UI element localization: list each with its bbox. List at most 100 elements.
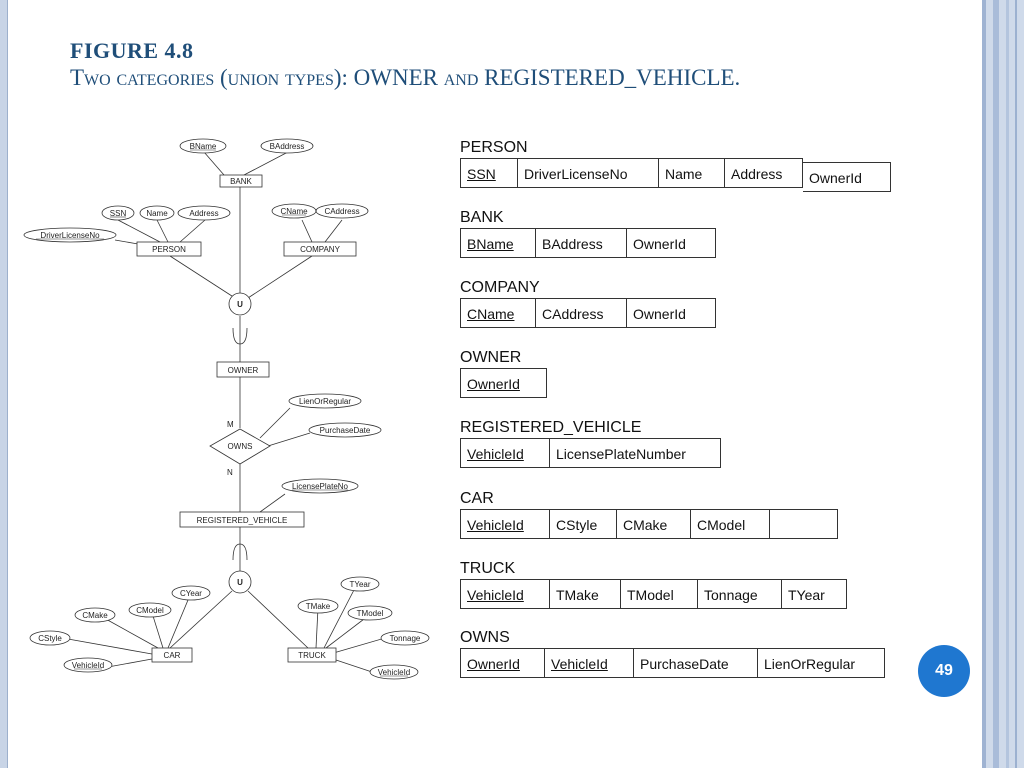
svg-text:U: U [237, 300, 243, 309]
er-attr-purchasedate: PurchaseDate [308, 422, 382, 438]
er-entity-owner: OWNER [216, 361, 270, 378]
column-cell: CMake [617, 509, 691, 539]
svg-text:OWNS: OWNS [228, 442, 253, 451]
svg-text:Name: Name [146, 209, 168, 218]
er-attr-tmodel: TModel [347, 605, 393, 621]
er-attr-cmodel: CModel [128, 602, 172, 618]
er-entity-truck: TRUCK [287, 647, 337, 663]
relation-name: REGISTERED_VEHICLE [460, 419, 642, 436]
er-attr-licenseplateno: LicensePlateNo [281, 478, 359, 494]
svg-text:TRUCK: TRUCK [298, 651, 326, 660]
er-entity-company: COMPANY [283, 241, 357, 257]
er-union-bottom: U [228, 570, 252, 594]
column-cell: Name [659, 158, 725, 188]
column-cell: VehicleId [460, 438, 550, 468]
column-cell: VehicleId [460, 509, 550, 539]
er-attr-car-vehicleid: VehicleId [63, 657, 113, 673]
left-border [0, 0, 8, 768]
svg-text:LicensePlateNo: LicensePlateNo [292, 482, 349, 491]
svg-text:PERSON: PERSON [152, 245, 186, 254]
column-cell: CAddress [536, 298, 627, 328]
page-number-badge: 49 [918, 645, 970, 697]
svg-text:SSN: SSN [110, 209, 127, 218]
er-attr-driverlicenseno: DriverLicenseNo [23, 227, 117, 243]
er-attr-lienorregular: LienOrRegular [288, 393, 362, 409]
svg-text:CMake: CMake [82, 611, 108, 620]
cardinality-n: N [227, 468, 233, 477]
svg-text:U: U [237, 578, 243, 587]
er-attr-ssn: SSN [101, 205, 135, 221]
er-entity-registered-vehicle: REGISTERED_VEHICLE [179, 511, 305, 528]
svg-text:BName: BName [190, 142, 217, 151]
relation-car: CAR VehicleId CStyle CMake CModel [460, 489, 838, 539]
er-attr-cname: CName [271, 203, 317, 219]
relation-truck: TRUCK VehicleId TMake TModel Tonnage TYe… [460, 559, 847, 609]
column-cell: BAddress [536, 228, 627, 258]
er-union-top: U [228, 292, 252, 316]
column-cell: TYear [782, 579, 847, 609]
er-attr-bname: BName [179, 138, 227, 154]
er-relationship-owns: OWNS [209, 428, 271, 465]
column-cell: LienOrRegular [758, 648, 885, 678]
svg-text:TMake: TMake [306, 602, 331, 611]
svg-text:CYear: CYear [180, 589, 202, 598]
column-cell: PurchaseDate [634, 648, 758, 678]
svg-text:CAddress: CAddress [324, 207, 359, 216]
er-attr-cyear: CYear [171, 585, 211, 601]
relation-name: PERSON [460, 139, 528, 156]
figure-label: FIGURE 4.8 [70, 38, 194, 63]
relation-person: PERSON SSN DriverLicenseNo Name Address … [460, 138, 891, 192]
relation-name: CAR [460, 490, 494, 507]
column-cell: CModel [691, 509, 770, 539]
column-cell: TMake [550, 579, 621, 609]
column-cell: CStyle [550, 509, 617, 539]
right-border [982, 0, 1024, 768]
column-cell: Address [725, 158, 803, 188]
column-cell: OwnerId [803, 162, 891, 192]
cardinality-m: M [227, 420, 234, 429]
svg-text:CAR: CAR [164, 651, 181, 660]
column-cell: TModel [621, 579, 698, 609]
er-attr-caddress: CAddress [315, 203, 369, 219]
er-entity-person: PERSON [136, 241, 202, 257]
er-attr-cmake: CMake [74, 607, 116, 623]
column-cell: OwnerId [627, 298, 716, 328]
column-cell: LicensePlateNumber [550, 438, 721, 468]
svg-text:Tonnage: Tonnage [390, 634, 421, 643]
er-attr-cstyle: CStyle [29, 630, 71, 646]
svg-text:OWNER: OWNER [228, 366, 259, 375]
column-cell: VehicleId [460, 579, 550, 609]
column-cell: CName [460, 298, 536, 328]
svg-text:TYear: TYear [349, 580, 370, 589]
er-entity-car: CAR [151, 647, 193, 663]
er-attr-baddress: BAddress [260, 138, 314, 154]
svg-text:BANK: BANK [230, 177, 252, 186]
relation-name: COMPANY [460, 279, 540, 296]
svg-text:CStyle: CStyle [38, 634, 62, 643]
er-attr-address: Address [177, 205, 231, 221]
er-attr-name: Name [139, 205, 175, 221]
er-diagram: BANK BName BAddress PERSON SSN Name Addr… [23, 138, 430, 680]
relation-name: TRUCK [460, 560, 516, 577]
relation-name: BANK [460, 209, 504, 226]
column-cell: Tonnage [698, 579, 782, 609]
er-attr-tonnage: Tonnage [380, 630, 430, 646]
er-attr-truck-vehicleid: VehicleId [369, 664, 419, 680]
svg-text:CModel: CModel [136, 606, 164, 615]
er-attr-tyear: TYear [340, 576, 380, 592]
er-attr-tmake: TMake [297, 598, 339, 614]
relation-company: COMPANY CName CAddress OwnerId [460, 278, 716, 328]
svg-text:COMPANY: COMPANY [300, 245, 341, 254]
column-cell: VehicleId [545, 648, 634, 678]
relation-owner: OWNER OwnerId [460, 348, 547, 398]
relation-registered-vehicle: REGISTERED_VEHICLE VehicleId LicensePlat… [460, 418, 721, 468]
relation-name: OWNS [460, 629, 510, 646]
column-cell: BName [460, 228, 536, 258]
column-cell: OwnerId [460, 648, 545, 678]
slide-title: FIGURE 4.8 Two categories (union types):… [70, 38, 740, 92]
svg-text:BAddress: BAddress [270, 142, 305, 151]
svg-text:LienOrRegular: LienOrRegular [299, 397, 351, 406]
column-cell: OwnerId [460, 368, 547, 398]
relation-bank: BANK BName BAddress OwnerId [460, 208, 716, 258]
svg-text:VehicleId: VehicleId [72, 661, 104, 670]
